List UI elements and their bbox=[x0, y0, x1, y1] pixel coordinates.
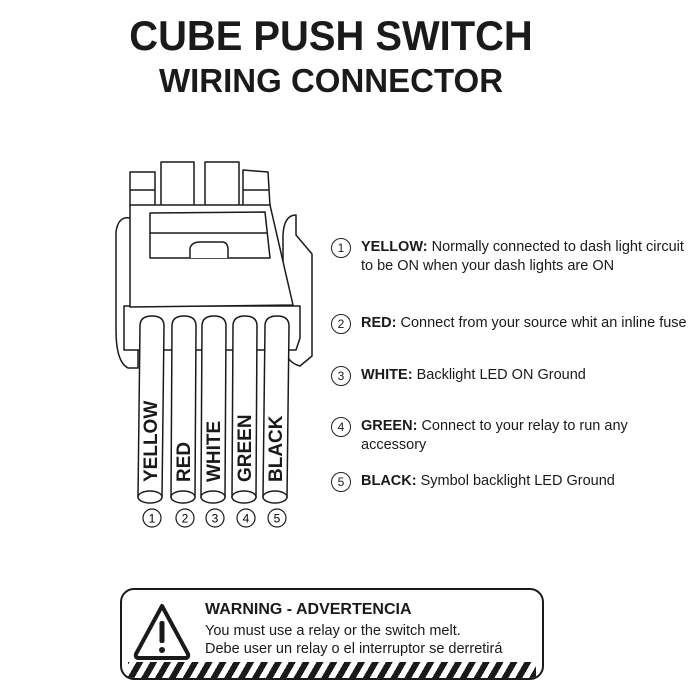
legend-number: 1 bbox=[331, 238, 351, 258]
wire-body bbox=[231, 315, 258, 498]
legend-number: 5 bbox=[331, 472, 351, 492]
inner-block bbox=[149, 211, 271, 259]
warning-triangle-icon bbox=[133, 604, 191, 660]
wire-green: GREEN 4 bbox=[231, 315, 258, 528]
warning-title: WARNING - ADVERTENCIA bbox=[205, 601, 412, 618]
top-tab bbox=[160, 161, 195, 211]
wire-red: RED 2 bbox=[170, 315, 197, 528]
wire-number-circle bbox=[267, 508, 287, 528]
wire-end bbox=[262, 490, 288, 504]
wire-number: 1 bbox=[149, 512, 156, 526]
wire-number: 5 bbox=[274, 512, 281, 526]
wire-end bbox=[170, 490, 196, 504]
wire-body bbox=[262, 315, 290, 498]
page-title: CUBE PUSH SWITCH bbox=[129, 12, 533, 59]
legend-description: Connect from your source whit an inline … bbox=[400, 315, 687, 331]
wire-label: YELLOW bbox=[141, 401, 162, 482]
wire-number-circle bbox=[205, 508, 225, 528]
legend-description: Backlight LED ON Ground bbox=[416, 367, 586, 383]
legend-description: Symbol backlight LED Ground bbox=[420, 473, 615, 489]
wire-number-circle bbox=[236, 508, 256, 528]
wire-number-circle bbox=[142, 508, 162, 528]
wire-body bbox=[200, 315, 227, 498]
legend-number: 2 bbox=[331, 314, 351, 334]
top-tab bbox=[242, 169, 271, 207]
hazard-stripes bbox=[128, 662, 536, 678]
warning-line-spanish: Debe user un relay o el interruptor se d… bbox=[205, 641, 503, 657]
legend-text: BLACK: Symbol backlight LED Ground bbox=[361, 472, 691, 491]
legend-text: WHITE: Backlight LED ON Ground bbox=[361, 366, 691, 385]
wire-number: 4 bbox=[243, 512, 250, 526]
wire-body bbox=[170, 315, 197, 498]
legend-text: RED: Connect from your source whit an in… bbox=[361, 314, 691, 333]
warning-line-english: You must use a relay or the switch melt. bbox=[205, 623, 461, 639]
wire-end bbox=[137, 490, 163, 504]
top-tab bbox=[204, 161, 240, 211]
wire-body bbox=[137, 315, 165, 498]
wire-black: BLACK 5 bbox=[262, 315, 290, 528]
wire-number: 2 bbox=[182, 512, 189, 526]
warning-box: WARNING - ADVERTENCIA You must use a rel… bbox=[120, 588, 544, 680]
legend-wire-name: GREEN: bbox=[361, 418, 418, 434]
wire-number: 3 bbox=[212, 512, 219, 526]
wire-label: WHITE bbox=[204, 421, 225, 482]
legend-wire-name: YELLOW: bbox=[361, 239, 428, 255]
wire-yellow: YELLOW 1 bbox=[137, 315, 165, 528]
page-subtitle: WIRING CONNECTOR bbox=[158, 62, 504, 99]
legend-wire-name: BLACK: bbox=[361, 473, 417, 489]
wire-label: BLACK bbox=[266, 415, 287, 482]
wire-number-circle bbox=[175, 508, 195, 528]
legend-text: YELLOW: Normally connected to dash light… bbox=[361, 238, 691, 275]
legend-wire-name: WHITE: bbox=[361, 367, 413, 383]
legend-description: Connect to your relay to run any accesso… bbox=[361, 418, 628, 453]
wire-label: GREEN bbox=[235, 414, 256, 482]
wire-end bbox=[200, 490, 226, 504]
wire-end bbox=[231, 490, 257, 504]
wire-white: WHITE 3 bbox=[200, 315, 227, 528]
legend-text: GREEN: Connect to your relay to run any … bbox=[361, 417, 691, 454]
legend-description: Normally connected to dash light circuit… bbox=[361, 239, 684, 274]
top-tab bbox=[129, 171, 156, 207]
legend-number: 4 bbox=[331, 417, 351, 437]
wire-label: RED bbox=[174, 442, 195, 482]
legend-wire-name: RED: bbox=[361, 315, 397, 331]
legend-number: 3 bbox=[331, 366, 351, 386]
